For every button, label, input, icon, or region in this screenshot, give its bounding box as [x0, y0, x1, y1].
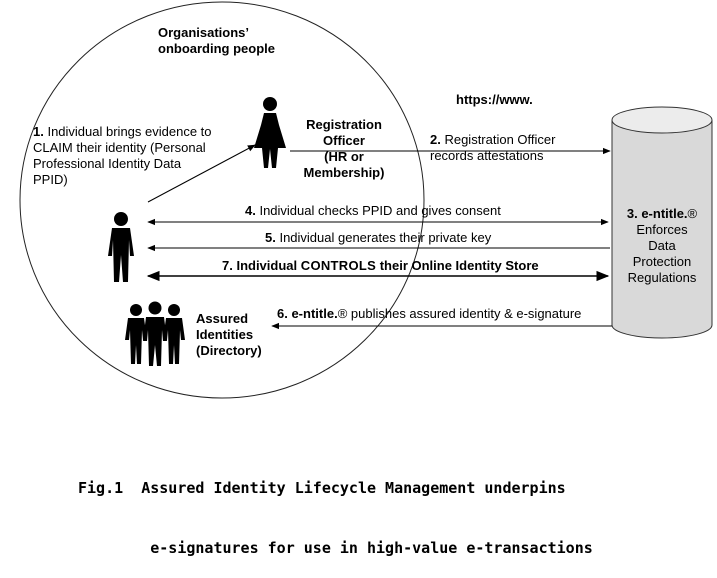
organisation-title-line1: Organisations’ [158, 25, 250, 40]
step1-label: 1. Individual brings evidence to CLAIM t… [33, 124, 212, 188]
assured-identities-label: Assured Identities (Directory) [196, 311, 262, 359]
step6-registered-mark: ® [337, 306, 348, 321]
step7-label: 7. Individual CONTROLS their Online Iden… [222, 258, 539, 274]
step1-number: 1. [33, 124, 44, 139]
step2-number: 2. [430, 132, 441, 147]
step1-line1: Individual brings evidence to [43, 124, 212, 139]
assured-line3: (Directory) [196, 343, 262, 358]
registration-officer-line4: Membership) [303, 165, 385, 180]
organisation-title: Organisations’ onboarding people [158, 25, 275, 57]
organisation-boundary-circle [19, 1, 425, 399]
e-ntitle-database-cylinder [611, 106, 713, 339]
step4-label: 4. Individual checks PPID and gives cons… [245, 203, 501, 219]
step7-prefix: 7. Individual [222, 258, 301, 273]
step4-text: Individual checks PPID and gives consent [255, 203, 501, 218]
caption-line2: e-signatures for use in high-value e-tra… [78, 539, 593, 557]
step6-prefix: 6. e-ntitle. [277, 306, 338, 321]
step3-line5: Regulations [627, 270, 697, 285]
step7-emphasis: CONTROLS [300, 258, 377, 273]
step2-line1: Registration Officer [440, 132, 556, 147]
registered-mark: ® [687, 206, 698, 221]
assured-identities-group-icon [125, 301, 185, 366]
figure-caption: Fig.1 Assured Identity Lifecycle Managem… [78, 438, 593, 578]
step1-line3: Professional Identity Data [33, 156, 182, 171]
step1-line4: PPID) [33, 172, 68, 187]
assured-line1: Assured [196, 311, 249, 326]
step3-line2: Enforces [636, 222, 688, 237]
step5-text: Individual generates their private key [275, 230, 492, 245]
step5-label: 5. Individual generates their private ke… [265, 230, 491, 246]
organisation-title-line2: onboarding people [158, 41, 275, 56]
step2-label: 2. Registration Officer records attestat… [430, 132, 555, 164]
step3-line4: Protection [632, 254, 692, 269]
step6-text: publishes assured identity & e-signature [347, 306, 582, 321]
registration-officer-icon [254, 97, 286, 168]
assured-line2: Identities [196, 327, 254, 342]
registration-officer-line3: (HR or [324, 149, 364, 164]
step2-line2: records attestations [430, 148, 544, 163]
step7-suffix: their Online Identity Store [376, 258, 539, 273]
step4-number: 4. [245, 203, 256, 218]
registration-officer-line1: Registration [306, 117, 382, 132]
step6-label: 6. e-ntitle.® publishes assured identity… [277, 306, 581, 322]
step3-label: 3. e-ntitle.® Enforces Data Protection R… [612, 206, 712, 286]
step1-line2: CLAIM their identity (Personal [33, 140, 206, 155]
lifecycle-diagram [19, 1, 713, 399]
step5-number: 5. [265, 230, 276, 245]
step3-number: 3. e-ntitle. [626, 206, 688, 221]
registration-officer-line2: Officer [323, 133, 365, 148]
url-label: https://www. [456, 92, 533, 107]
caption-line1: Fig.1 Assured Identity Lifecycle Managem… [78, 479, 566, 497]
arrow-step1 [147, 144, 256, 203]
registration-officer-label: Registration Officer (HR or Membership) [296, 117, 392, 181]
step3-line3: Data [648, 238, 676, 253]
individual-icon [108, 212, 134, 282]
